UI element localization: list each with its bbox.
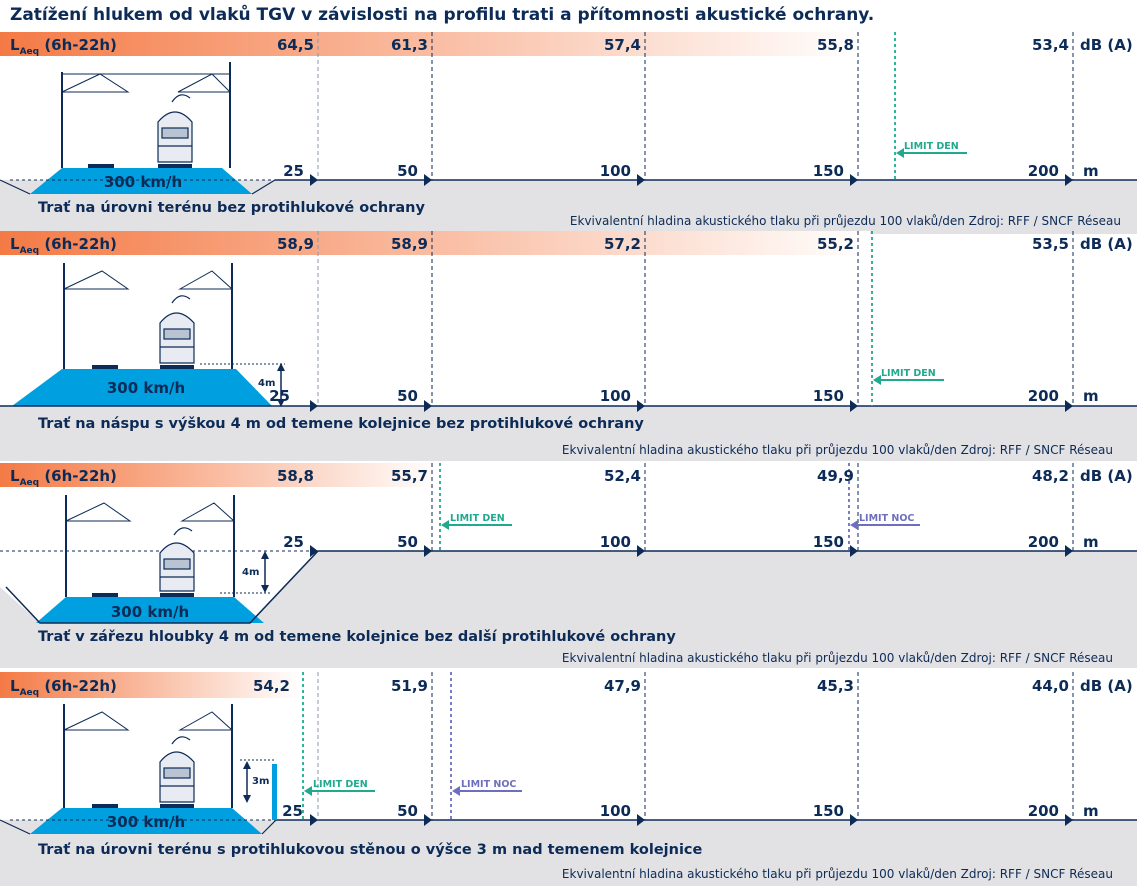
level-50m: 61,3 — [390, 36, 428, 54]
track-bed — [36, 597, 264, 623]
distance-150: 150 — [812, 533, 844, 551]
level-200m: 44,0 — [1031, 677, 1069, 695]
level-50m: 58,9 — [390, 235, 428, 253]
level-200m: 48,2 — [1031, 467, 1069, 485]
level-100m: 57,2 — [603, 235, 641, 253]
panel-2-drawing — [0, 231, 1137, 461]
train-icon — [159, 295, 195, 364]
distance-150: 150 — [812, 162, 844, 180]
distance-unit: m — [1083, 533, 1099, 551]
distance-25: 25 — [269, 387, 290, 405]
laeq-label: LAeq (6h-22h) — [10, 235, 117, 256]
limit-night-label: LIMIT NOC — [461, 779, 517, 790]
limit-day-label: LIMIT DEN — [313, 779, 368, 790]
distance-25: 25 — [283, 162, 304, 180]
distance-50: 50 — [397, 533, 418, 551]
distance-150: 150 — [812, 802, 844, 820]
track-bed — [30, 168, 252, 194]
level-unit: dB (A) — [1080, 467, 1133, 485]
train-icon — [159, 527, 195, 592]
distance-100: 100 — [599, 802, 631, 820]
limit-day-label: LIMIT DEN — [450, 513, 505, 524]
track-bed — [12, 369, 272, 406]
level-200m: 53,5 — [1031, 235, 1069, 253]
level-gradient-bar — [0, 672, 300, 698]
level-100m: 52,4 — [603, 467, 641, 485]
source-note: Ekvivalentní hladina akustického tlaku p… — [561, 443, 1113, 457]
ground — [0, 551, 1137, 668]
speed-label: 300 km/h — [106, 379, 186, 397]
distance-unit: m — [1083, 162, 1099, 180]
profile-caption: Trať na úrovni terénu bez protihlukové o… — [38, 200, 425, 216]
panel-noise-barrier: LAeq (6h-22h) 54,2 51,9 47,9 45,3 44,0 d… — [0, 672, 1137, 886]
profile-caption: Trať na náspu s výškou 4 m od temene kol… — [38, 416, 644, 432]
panel-cutting: LAeq (6h-22h) 58,8 55,7 52,4 49,9 48,2 d… — [0, 463, 1137, 668]
distance-100: 100 — [599, 533, 631, 551]
train-icon — [157, 94, 193, 163]
page-title: Zatížení hlukem od vlaků TGV v závislost… — [10, 5, 875, 25]
distance-unit: m — [1083, 802, 1099, 820]
source-note: Ekvivalentní hladina akustického tlaku p… — [569, 214, 1121, 228]
level-gradient-bar — [0, 231, 870, 255]
distance-50: 50 — [397, 162, 418, 180]
distance-150: 150 — [812, 387, 844, 405]
level-100m: 47,9 — [603, 677, 641, 695]
noise-barrier — [272, 764, 277, 820]
level-25m: 58,8 — [276, 467, 314, 485]
laeq-label: LAeq (6h-22h) — [10, 467, 117, 488]
height-label: 4m — [258, 378, 276, 389]
panel-1-drawing — [0, 32, 1137, 234]
level-150m: 49,9 — [816, 467, 854, 485]
source-note: Ekvivalentní hladina akustického tlaku p… — [561, 867, 1113, 881]
distance-50: 50 — [397, 802, 418, 820]
level-unit: dB (A) — [1080, 677, 1133, 695]
level-gradient-bar — [0, 463, 440, 487]
level-150m: 45,3 — [816, 677, 854, 695]
ground — [0, 406, 1137, 461]
level-200m: 53,4 — [1031, 36, 1069, 54]
level-150m: 55,8 — [816, 36, 854, 54]
level-25m: 54,2 — [252, 677, 290, 695]
distance-200: 200 — [1027, 162, 1059, 180]
panel-embankment: LAeq (6h-22h) 58,9 58,9 57,2 55,2 53,5 d… — [0, 231, 1137, 461]
panel-4-drawing — [0, 672, 1137, 886]
profile-caption: Trať na úrovni terénu s protihlukovou st… — [38, 842, 703, 858]
level-100m: 57,4 — [603, 36, 641, 54]
distance-50: 50 — [397, 387, 418, 405]
panel-ground-level: LAeq (6h-22h) 64,5 61,3 57,4 55,8 53,4 d… — [0, 32, 1137, 234]
level-150m: 55,2 — [816, 235, 854, 253]
limit-day-label: LIMIT DEN — [881, 368, 936, 379]
level-25m: 64,5 — [276, 36, 314, 54]
distance-25: 25 — [283, 533, 304, 551]
panel-3-drawing — [0, 463, 1137, 668]
level-50m: 51,9 — [390, 677, 428, 695]
speed-label: 300 km/h — [103, 173, 183, 191]
level-25m: 58,9 — [276, 235, 314, 253]
speed-label: 300 km/h — [110, 603, 190, 621]
distance-100: 100 — [599, 387, 631, 405]
laeq-label: LAeq (6h-22h) — [10, 677, 117, 698]
track-bed — [30, 808, 262, 834]
level-50m: 55,7 — [390, 467, 428, 485]
profile-caption: Trať v zářezu hloubky 4 m od temene kole… — [38, 629, 676, 645]
limit-night-label: LIMIT NOC — [859, 513, 915, 524]
level-gradient-bar — [0, 32, 860, 56]
speed-label: 300 km/h — [106, 813, 186, 831]
limit-day-label: LIMIT DEN — [904, 141, 959, 152]
distance-unit: m — [1083, 387, 1099, 405]
distance-100: 100 — [599, 162, 631, 180]
source-note: Ekvivalentní hladina akustického tlaku p… — [561, 651, 1113, 665]
height-label: 3m — [252, 776, 270, 787]
distance-25: 25 — [282, 802, 303, 820]
level-unit: dB (A) — [1080, 235, 1133, 253]
distance-200: 200 — [1027, 387, 1059, 405]
level-unit: dB (A) — [1080, 36, 1133, 54]
train-icon — [159, 736, 195, 803]
height-label: 4m — [242, 567, 260, 578]
distance-200: 200 — [1027, 533, 1059, 551]
distance-200: 200 — [1027, 802, 1059, 820]
laeq-label: LAeq (6h-22h) — [10, 36, 117, 57]
